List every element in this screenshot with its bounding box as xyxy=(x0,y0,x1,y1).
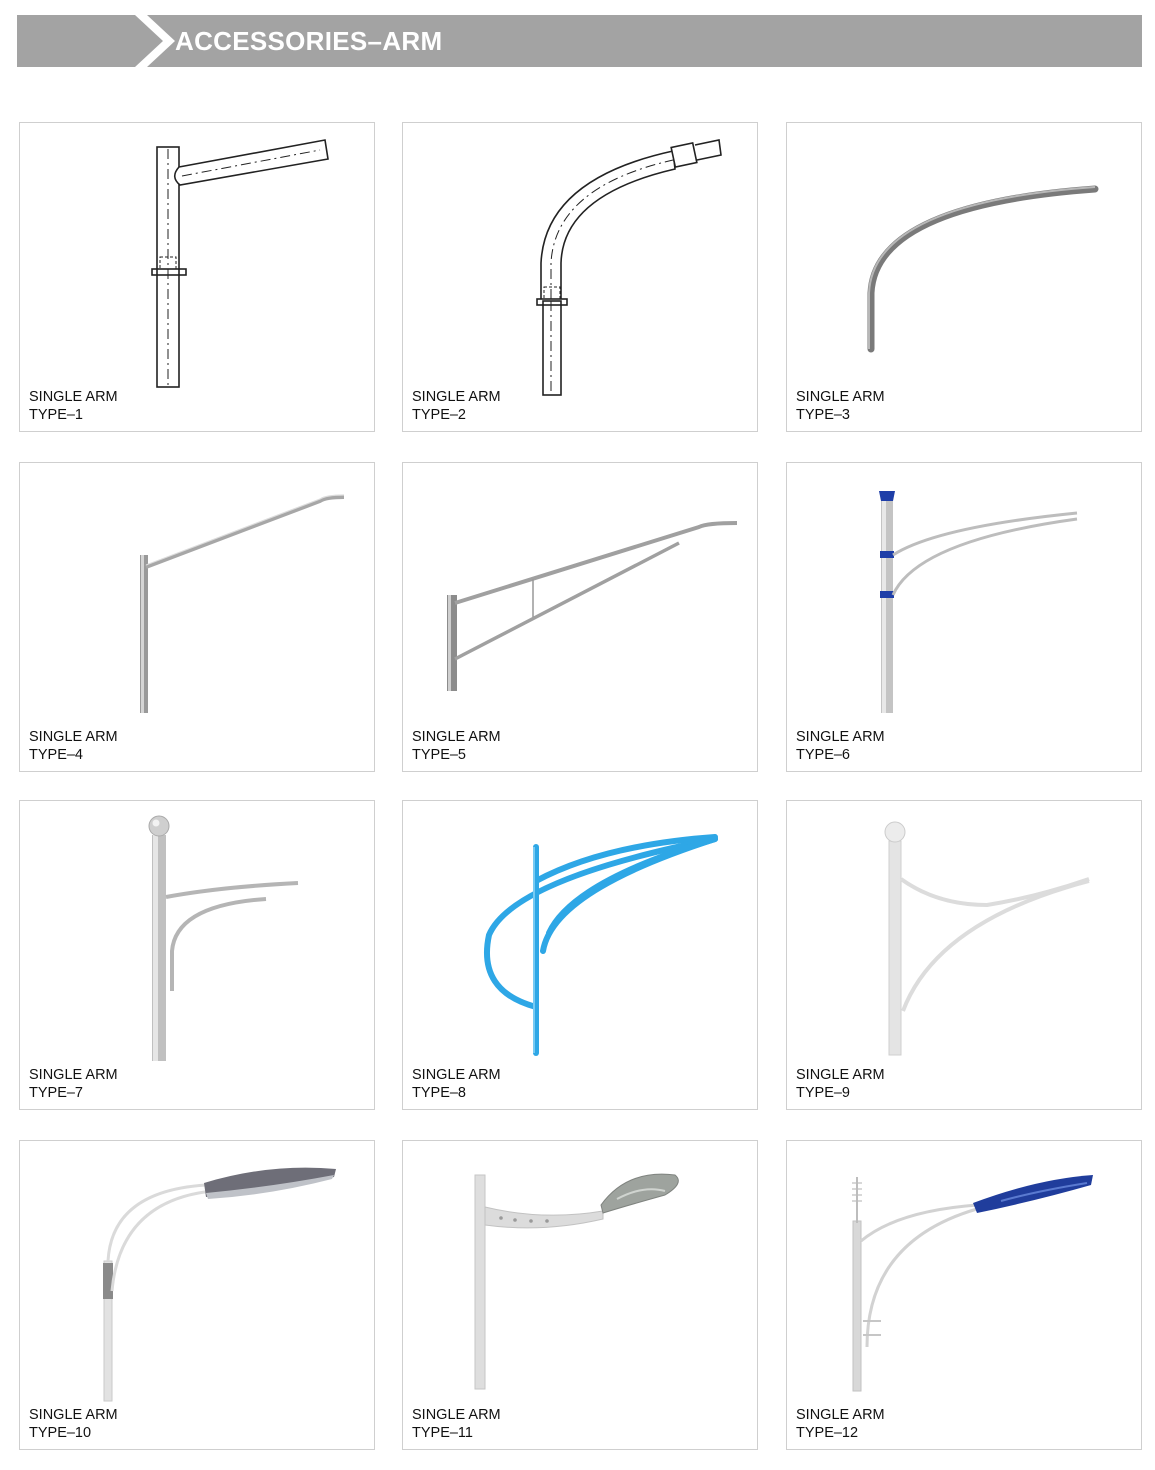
arm-name: SINGLE ARM xyxy=(29,389,118,405)
arm-type: TYPE–2 xyxy=(412,407,466,423)
arm-type: TYPE–12 xyxy=(796,1425,859,1441)
arm-card-type-1[interactable]: SINGLE ARM TYPE–1 xyxy=(19,122,375,432)
arm-card-caption: SINGLE ARM TYPE–3 xyxy=(796,388,885,424)
arm-card-caption: SINGLE ARM TYPE–4 xyxy=(29,728,118,764)
arm-card-type-8[interactable]: SINGLE ARM TYPE–8 xyxy=(402,800,758,1110)
arm-card-type-7[interactable]: SINGLE ARM TYPE–7 xyxy=(19,800,375,1110)
arm-card-caption: SINGLE ARM TYPE–12 xyxy=(796,1406,885,1442)
single-arm-type-8-drawing xyxy=(483,834,718,1056)
arm-card-type-3[interactable]: SINGLE ARM TYPE–3 xyxy=(786,122,1142,432)
arm-name: SINGLE ARM xyxy=(29,729,118,745)
arm-name: SINGLE ARM xyxy=(29,1067,118,1083)
arm-card-caption: SINGLE ARM TYPE–2 xyxy=(412,388,501,424)
single-arm-type-9-drawing xyxy=(884,821,1090,1056)
arm-type: TYPE–1 xyxy=(29,407,83,423)
arm-name: SINGLE ARM xyxy=(412,1067,501,1083)
single-arm-type-2-drawing xyxy=(536,139,722,396)
arm-name: SINGLE ARM xyxy=(412,729,501,745)
arm-name: SINGLE ARM xyxy=(29,1407,118,1423)
arm-card-type-2[interactable]: SINGLE ARM TYPE–2 xyxy=(402,122,758,432)
single-arm-type-12-drawing xyxy=(852,1175,1093,1392)
arm-card-type-4[interactable]: SINGLE ARM TYPE–4 xyxy=(19,462,375,772)
arm-type: TYPE–3 xyxy=(796,407,850,423)
single-arm-type-1-drawing xyxy=(151,139,329,388)
single-arm-type-11-drawing xyxy=(474,1173,679,1390)
arm-type: TYPE–11 xyxy=(412,1425,473,1441)
arm-type: TYPE–10 xyxy=(29,1425,92,1441)
arm-type: TYPE–8 xyxy=(412,1085,466,1101)
arm-card-caption: SINGLE ARM TYPE–5 xyxy=(412,728,501,764)
arm-card-caption: SINGLE ARM TYPE–10 xyxy=(29,1406,118,1442)
arm-type: TYPE–9 xyxy=(796,1085,850,1101)
arm-card-type-6[interactable]: SINGLE ARM TYPE–6 xyxy=(786,462,1142,772)
chevron-right-icon xyxy=(135,15,175,67)
single-arm-type-6-drawing xyxy=(879,491,1078,713)
arm-card-type-5[interactable]: SINGLE ARM TYPE–5 xyxy=(402,462,758,772)
single-arm-type-10-drawing xyxy=(103,1167,336,1402)
arm-name: SINGLE ARM xyxy=(796,1407,885,1423)
single-arm-type-7-drawing xyxy=(148,815,299,1061)
single-arm-type-4-drawing xyxy=(140,494,345,713)
single-arm-type-3-drawing xyxy=(867,185,1099,353)
arm-name: SINGLE ARM xyxy=(796,729,885,745)
arm-name: SINGLE ARM xyxy=(796,389,885,405)
arm-card-caption: SINGLE ARM TYPE–7 xyxy=(29,1066,118,1102)
arm-card-caption: SINGLE ARM TYPE–11 xyxy=(412,1406,501,1442)
arm-type: TYPE–6 xyxy=(796,747,850,763)
arm-type: TYPE–7 xyxy=(29,1085,83,1101)
arm-name: SINGLE ARM xyxy=(412,389,501,405)
single-arm-type-5-drawing xyxy=(447,521,738,691)
arm-card-caption: SINGLE ARM TYPE–8 xyxy=(412,1066,501,1102)
arm-card-type-11[interactable]: SINGLE ARM TYPE–11 xyxy=(402,1140,758,1450)
section-title: ACCESSORIES–ARM xyxy=(175,26,443,56)
section-header: ACCESSORIES–ARM xyxy=(17,15,1142,67)
arm-card-type-9[interactable]: SINGLE ARM TYPE–9 xyxy=(786,800,1142,1110)
arm-card-caption: SINGLE ARM TYPE–6 xyxy=(796,728,885,764)
arm-name: SINGLE ARM xyxy=(412,1407,501,1423)
arm-card-type-10[interactable]: SINGLE ARM TYPE–10 xyxy=(19,1140,375,1450)
arm-type: TYPE–5 xyxy=(412,747,466,763)
arm-card-caption: SINGLE ARM TYPE–1 xyxy=(29,388,118,424)
arm-type: TYPE–4 xyxy=(29,747,83,763)
arm-card-type-12[interactable]: SINGLE ARM TYPE–12 xyxy=(786,1140,1142,1450)
arm-card-caption: SINGLE ARM TYPE–9 xyxy=(796,1066,885,1102)
arm-name: SINGLE ARM xyxy=(796,1067,885,1083)
